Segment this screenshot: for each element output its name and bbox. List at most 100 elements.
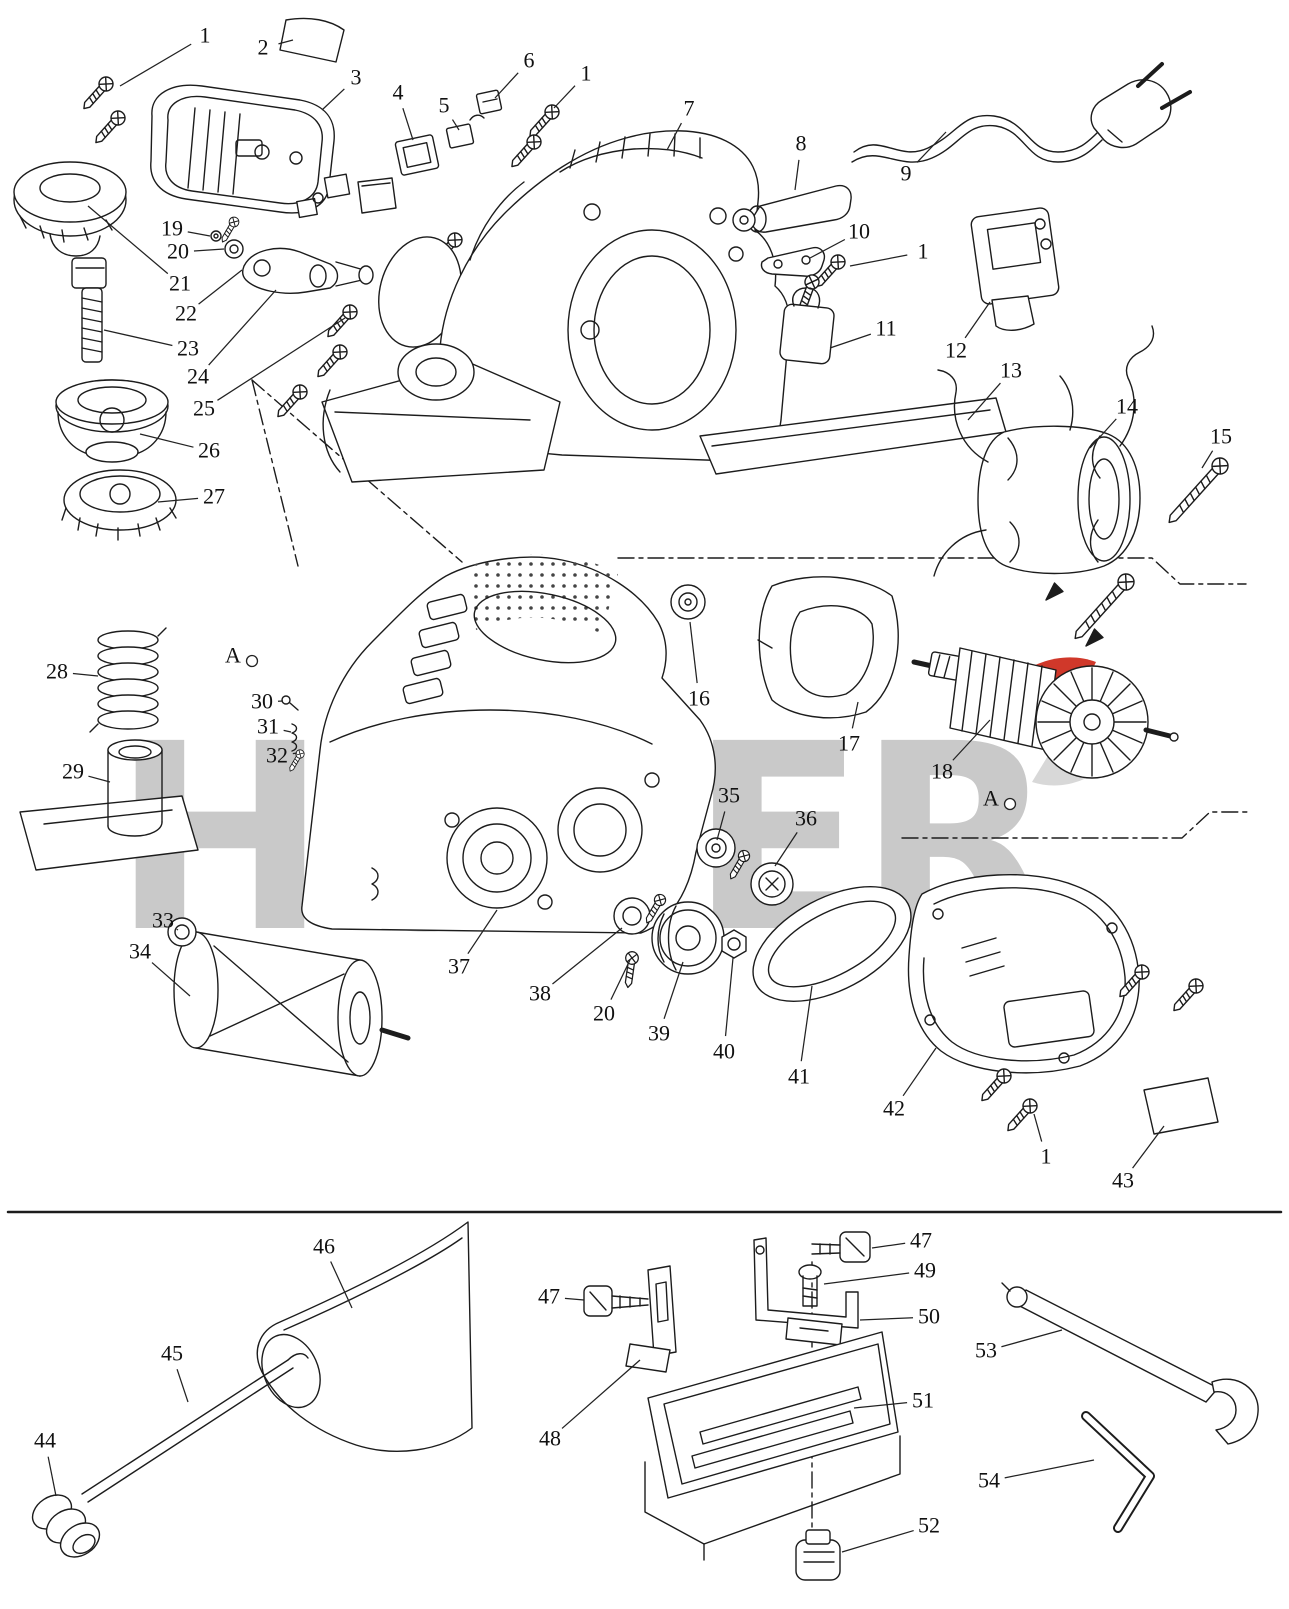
leader-line <box>103 329 173 347</box>
part-4-brush-holder <box>394 134 440 176</box>
leader-line <box>829 333 872 349</box>
leader-line <box>1004 1459 1095 1479</box>
leader-line <box>851 701 859 729</box>
leader-line <box>564 1297 585 1301</box>
leader-line <box>663 961 684 1020</box>
leader-line <box>187 231 211 237</box>
part-21-knob <box>13 161 127 257</box>
part-42-belt-cover <box>907 874 1140 1074</box>
leader-line <box>330 1261 353 1309</box>
part-10-cord-clamp <box>760 246 849 317</box>
leader-line <box>666 122 682 151</box>
leader-line <box>902 1047 937 1097</box>
small-terminal-blocks <box>296 173 397 219</box>
leader-line <box>952 719 991 761</box>
part-19-washer <box>210 214 242 245</box>
part-40-nut <box>721 929 747 959</box>
leader-line <box>494 72 519 99</box>
part-27-toothed-wheel <box>61 469 177 541</box>
leader-line <box>823 1272 910 1285</box>
part-6-brush-cap <box>475 89 503 115</box>
leader-line <box>292 752 298 755</box>
leader-line <box>1001 1329 1063 1348</box>
leader-line <box>964 301 991 339</box>
part-11-capacitor <box>779 287 835 365</box>
part-44-nozzle <box>31 1494 101 1558</box>
part-29-dust-outlet <box>19 739 199 871</box>
part-12-switch <box>970 207 1060 331</box>
part-5-carbon-brush <box>445 114 485 149</box>
leader-line <box>916 131 947 163</box>
part-41-drive-belt <box>752 886 912 1002</box>
leader-line <box>967 382 1001 421</box>
part-7-motor-housing <box>321 130 791 483</box>
leader-line <box>87 205 169 275</box>
leader-line <box>561 1359 641 1429</box>
part-51-guide-fence <box>644 1331 901 1561</box>
leader-line <box>1089 418 1117 449</box>
part-8-handle <box>732 184 852 233</box>
part-53-wrench <box>1001 1282 1259 1445</box>
leader-line <box>176 1368 189 1403</box>
leader-line <box>157 497 199 503</box>
leader-line <box>716 811 726 841</box>
leader-line <box>794 159 800 191</box>
part-36-drive-pulley <box>750 862 794 906</box>
part-20-washer <box>224 239 244 259</box>
leader-line <box>217 317 346 401</box>
leader-line <box>139 433 194 448</box>
part-26-bearing-cup <box>55 379 169 463</box>
leader-line <box>119 43 192 87</box>
leader-line <box>849 254 908 267</box>
part-50-bracket <box>753 1237 859 1346</box>
leader-line <box>1033 1113 1043 1142</box>
part-46-dust-chute <box>256 1221 473 1452</box>
part-47-knob-right <box>811 1231 871 1263</box>
leader-line <box>800 985 813 1062</box>
leader-line <box>278 39 294 45</box>
leader-line <box>467 909 498 955</box>
section-marker-circle <box>1003 797 1017 811</box>
leader-line <box>871 1242 906 1249</box>
leader-line <box>451 119 460 131</box>
leader-line <box>724 957 734 1037</box>
part-48-bracket <box>625 1265 677 1373</box>
leader-line <box>553 85 576 109</box>
part-2-sticker <box>279 17 345 63</box>
part-16-bearing <box>670 584 706 620</box>
part-23-threaded-bolt <box>81 287 103 363</box>
part-45-rod <box>81 1353 309 1503</box>
leader-line <box>1132 1125 1165 1169</box>
leader-line <box>193 248 225 252</box>
part-3-housing-cover <box>150 84 335 214</box>
part-52-foot <box>795 1529 841 1581</box>
leader-line <box>72 672 99 677</box>
leader-line <box>151 962 191 997</box>
part-37-lower-housing <box>301 554 716 934</box>
leader-line <box>321 88 345 111</box>
leader-line <box>841 1529 914 1553</box>
part-47-knob-left <box>583 1285 649 1317</box>
leader-line <box>552 927 623 985</box>
part-33-bearing <box>167 917 197 947</box>
leader-line <box>283 729 292 733</box>
leader-line <box>859 1317 914 1321</box>
part-24-clamp-lever <box>241 247 374 294</box>
part-14-stator <box>933 325 1155 577</box>
leader-line <box>88 775 111 783</box>
leader-line <box>610 959 631 1000</box>
part-43-sticker <box>1143 1077 1219 1135</box>
leader-line <box>47 1456 57 1497</box>
leader-line <box>853 1401 908 1409</box>
part-54-hex-key <box>1081 1411 1155 1533</box>
part-15-long-screws <box>1045 454 1232 647</box>
part-18-armature <box>911 647 1179 779</box>
part-49-bolt <box>798 1264 822 1307</box>
part-30-pin <box>281 695 299 711</box>
part-17-air-guide <box>757 576 899 719</box>
leader-line <box>774 832 798 867</box>
leader-line <box>689 621 698 684</box>
